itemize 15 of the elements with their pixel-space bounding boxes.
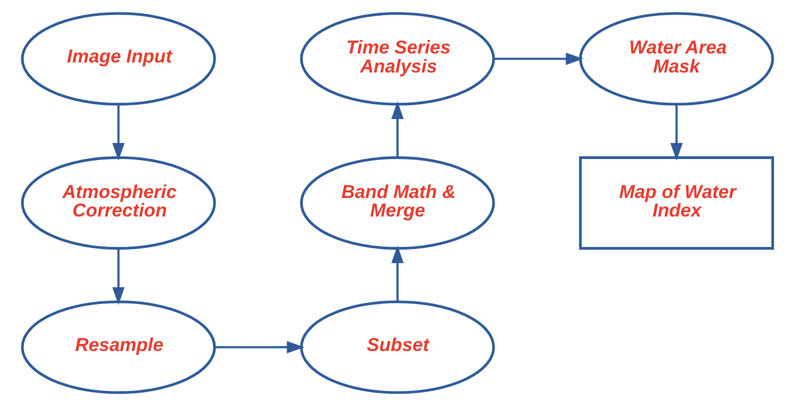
- arrow: [214, 341, 304, 354]
- arrow: [112, 248, 124, 305]
- node-ellipse: Image Input: [20, 12, 216, 106]
- node-ellipse: Water Area Mask: [578, 12, 774, 106]
- node-ellipse: Band Math & Merge: [300, 156, 494, 250]
- node-ellipse: Time Series Analysis: [300, 12, 494, 106]
- node-ellipse: Atmospheric Correction: [20, 156, 216, 250]
- node-ellipse: Subset: [300, 300, 494, 394]
- arrow: [390, 101, 404, 158]
- arrow: [670, 104, 682, 161]
- arrow: [112, 104, 124, 161]
- node-ellipse: Resample: [20, 300, 216, 394]
- arrow: [493, 52, 583, 65]
- node-box: Map of Water Index: [578, 156, 774, 250]
- arrow: [390, 246, 404, 302]
